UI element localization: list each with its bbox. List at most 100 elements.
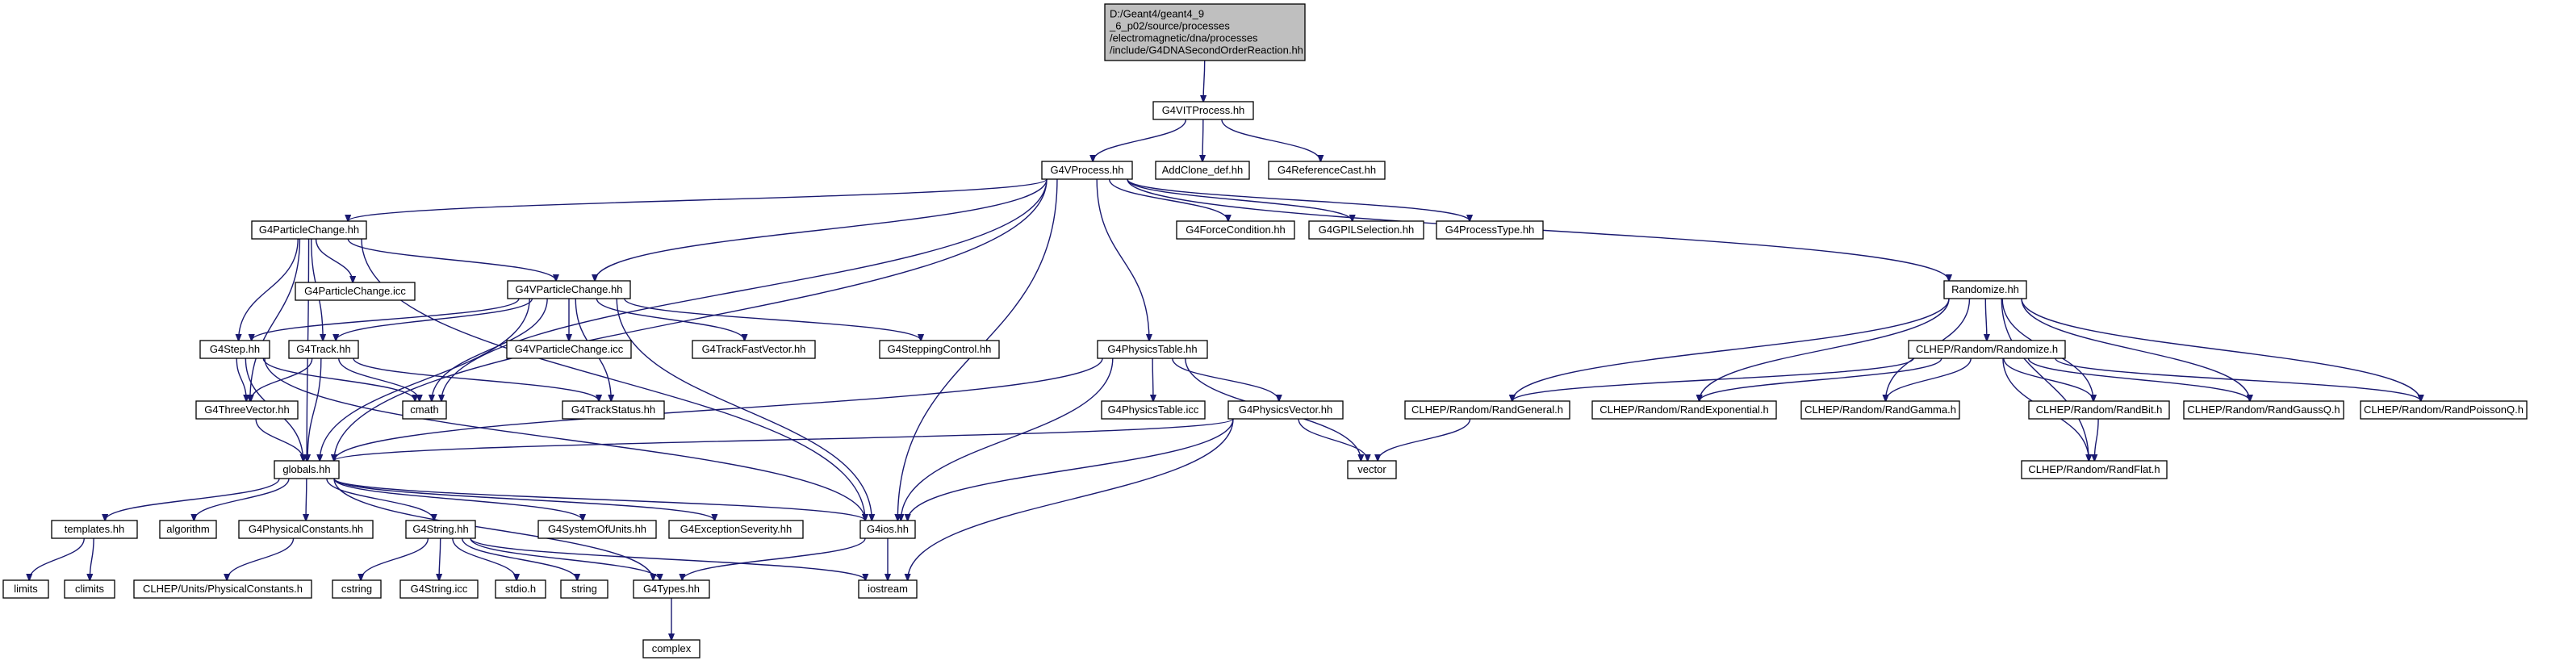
- graph-node-forcecond[interactable]: G4ForceCondition.hh: [1176, 220, 1295, 240]
- graph-node-physconst[interactable]: G4PhysicalConstants.hh: [238, 520, 374, 539]
- graph-node-randgamma[interactable]: CLHEP/Random/RandGamma.h: [1800, 400, 1960, 420]
- graph-node-step[interactable]: G4Step.hh: [199, 340, 270, 359]
- node-box: [1347, 460, 1397, 479]
- graph-node-algorithm[interactable]: algorithm: [159, 520, 217, 539]
- graph-node-sysunits[interactable]: G4SystemOfUnits.hh: [537, 520, 657, 539]
- graph-node-excsev[interactable]: G4ExceptionSeverity.hh: [668, 520, 804, 539]
- node-label: G4ParticleChange.icc: [304, 285, 406, 297]
- edge-randomize-to-clheprandomize: [1985, 298, 1987, 341]
- node-box: [2021, 460, 2168, 479]
- graph-node-vprocess[interactable]: G4VProcess.hh: [1041, 161, 1133, 180]
- graph-node-vector[interactable]: vector: [1347, 460, 1397, 479]
- graph-node-proctype[interactable]: G4ProcessType.hh: [1436, 220, 1544, 240]
- node-label: vector: [1357, 463, 1386, 475]
- edge-vitprocess-to-addclone: [1202, 119, 1203, 161]
- graph-node-randomize[interactable]: Randomize.hh: [1943, 280, 2027, 299]
- node-label: G4String.icc: [411, 583, 468, 595]
- graph-node-cmath[interactable]: cmath: [402, 400, 447, 420]
- node-label: CLHEP/Random/RandGaussQ.h: [2187, 403, 2340, 416]
- node-label: CLHEP/Random/RandGeneral.h: [1411, 403, 1563, 416]
- graph-node-pticc[interactable]: G4PhysicsTable.icc: [1101, 400, 1206, 420]
- node-box: [537, 520, 657, 539]
- edge-vparticlechange-to-g4ios: [616, 298, 872, 521]
- node-label: G4SteppingControl.hh: [888, 343, 992, 355]
- edge-g4ios-to-g4types: [682, 537, 866, 580]
- nodes-layer: D:/Geant4/geant4_9_6_p02/source/processe…: [2, 3, 2528, 659]
- graph-node-templates[interactable]: templates.hh: [51, 520, 138, 539]
- node-label: G4VITProcess.hh: [1162, 104, 1245, 116]
- graph-node-vparticlechange[interactable]: G4VParticleChange.hh: [507, 280, 631, 299]
- graph-node-trackfast[interactable]: G4TrackFastVector.hh: [692, 340, 816, 359]
- node-box: [64, 579, 115, 599]
- node-label: G4PhysicalConstants.hh: [249, 523, 363, 535]
- graph-node-string[interactable]: string: [560, 579, 608, 599]
- graph-node-refcast[interactable]: G4ReferenceCast.hh: [1268, 161, 1386, 180]
- graph-node-g4string[interactable]: G4String.hh: [405, 520, 476, 539]
- node-box: [1943, 280, 2027, 299]
- graph-node-gpilsel[interactable]: G4GPILSelection.hh: [1308, 220, 1424, 240]
- graph-node-randexp[interactable]: CLHEP/Random/RandExponential.h: [1591, 400, 1777, 420]
- graph-node-limits[interactable]: limits: [2, 579, 49, 599]
- node-box: [405, 520, 476, 539]
- node-label: CLHEP/Random/RandPoissonQ.h: [2364, 403, 2524, 416]
- node-label: CLHEP/Random/RandExponential.h: [1600, 403, 1769, 416]
- graph-node-climits[interactable]: climits: [64, 579, 115, 599]
- graph-node-vpcicc[interactable]: G4VParticleChange.icc: [506, 340, 632, 359]
- edge-vitprocess-to-refcast: [1221, 119, 1320, 161]
- graph-node-stringicc[interactable]: G4String.icc: [399, 579, 479, 599]
- edge-vprocess-to-cmath: [441, 178, 1048, 401]
- node-label: CLHEP/Random/Randomize.h: [1916, 343, 2058, 355]
- node-box: [274, 460, 340, 479]
- edge-track-to-threevector: [251, 357, 313, 401]
- graph-node-vitprocess[interactable]: G4VITProcess.hh: [1152, 101, 1254, 120]
- node-label: G4ReferenceCast.hh: [1278, 164, 1376, 176]
- graph-node-physicstable[interactable]: G4PhysicsTable.hh: [1097, 340, 1208, 359]
- node-label: G4ThreeVector.hh: [204, 403, 290, 416]
- edge-clheprandomize-to-randpoissonq: [2055, 357, 2421, 401]
- edge-g4string-to-stringicc: [439, 537, 441, 580]
- graph-node-root[interactable]: D:/Geant4/geant4_9_6_p02/source/processe…: [1104, 3, 1306, 61]
- graph-node-steppingctl[interactable]: G4SteppingControl.hh: [879, 340, 1000, 359]
- graph-node-cstring[interactable]: cstring: [332, 579, 382, 599]
- graph-node-randpoissonq[interactable]: CLHEP/Random/RandPoissonQ.h: [2360, 400, 2528, 420]
- graph-node-threevector[interactable]: G4ThreeVector.hh: [195, 400, 299, 420]
- graph-node-track[interactable]: G4Track.hh: [288, 340, 359, 359]
- edge-globals-to-excsev: [333, 478, 714, 521]
- graph-node-trackstatus[interactable]: G4TrackStatus.hh: [562, 400, 665, 420]
- graph-node-pcicc[interactable]: G4ParticleChange.icc: [295, 282, 416, 301]
- graph-node-g4ios[interactable]: G4ios.hh: [859, 520, 916, 539]
- node-box: [507, 280, 631, 299]
- graph-node-stdio[interactable]: stdio.h: [495, 579, 546, 599]
- node-box: [1268, 161, 1386, 180]
- node-box: [2360, 400, 2528, 420]
- graph-node-iostream[interactable]: iostream: [858, 579, 918, 599]
- edge-particlechange-to-pcicc: [315, 238, 353, 282]
- graph-node-clheprandomize[interactable]: CLHEP/Random/Randomize.h: [1908, 340, 2066, 359]
- edge-track-to-cmath: [338, 357, 420, 401]
- edge-clheprandomize-to-randbit: [2003, 357, 2093, 401]
- graph-node-addclone[interactable]: AddClone_def.hh: [1155, 161, 1250, 180]
- graph-node-randgeneral[interactable]: CLHEP/Random/RandGeneral.h: [1404, 400, 1570, 420]
- edge-physicstable-to-globals: [334, 357, 1103, 461]
- edge-physicstable-to-physicsvector: [1172, 357, 1279, 401]
- node-label: G4VParticleChange.hh: [516, 283, 623, 295]
- graph-node-clhepphys[interactable]: CLHEP/Units/PhysicalConstants.h: [133, 579, 312, 599]
- graph-node-randflat[interactable]: CLHEP/Random/RandFlat.h: [2021, 460, 2168, 479]
- edge-track-to-globals: [307, 357, 322, 461]
- node-label: /electromagnetic/dna/processes: [1110, 32, 1258, 44]
- edge-randomize-to-randexp: [1700, 298, 1950, 401]
- graph-node-globals[interactable]: globals.hh: [274, 460, 340, 479]
- graph-node-complex[interactable]: complex: [642, 639, 700, 659]
- graph-node-g4types[interactable]: G4Types.hh: [633, 579, 710, 599]
- graph-node-physicsvector[interactable]: G4PhysicsVector.hh: [1227, 400, 1344, 420]
- graph-node-randgaussq[interactable]: CLHEP/Random/RandGaussQ.h: [2183, 400, 2344, 420]
- node-label: templates.hh: [65, 523, 124, 535]
- node-label: CLHEP/Random/RandGamma.h: [1804, 403, 1956, 416]
- node-box: [633, 579, 710, 599]
- graph-node-randbit[interactable]: CLHEP/Random/RandBit.h: [2028, 400, 2170, 420]
- edge-randomize-to-randgeneral: [1512, 298, 1950, 401]
- node-label: limits: [14, 583, 38, 595]
- node-box: [195, 400, 299, 420]
- graph-node-particlechange[interactable]: G4ParticleChange.hh: [251, 220, 367, 240]
